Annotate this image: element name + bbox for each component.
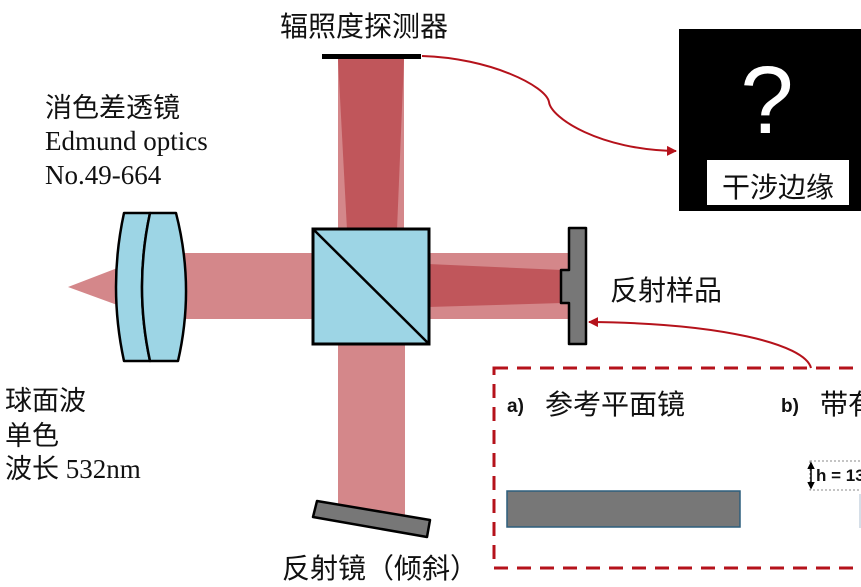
tilted-mirror (311, 499, 432, 539)
step-height-label: h = 13 (816, 466, 861, 485)
irradiance-detector (322, 54, 421, 59)
achromatic-lens (114, 211, 188, 363)
inset-panel-a: a) 参考平面镜 (506, 389, 741, 528)
source-wavelength-label: 波长 532nm (5, 454, 141, 484)
inset-to-sample-arrow (588, 317, 812, 369)
step-height-box (809, 460, 861, 491)
detector-to-screen-arrow (421, 55, 677, 156)
lens-element-right (140, 211, 188, 363)
panel-a-title: 参考平面镜 (545, 389, 685, 421)
source-mono-label: 单色 (5, 421, 59, 451)
fringe-caption-box (707, 160, 849, 205)
spherical-wave-cone (68, 267, 120, 306)
cube-diagonal (312, 228, 430, 345)
sample-inset-frame (492, 366, 861, 570)
mirror-label: 反射镜（倾斜） (282, 553, 478, 585)
unknown-fringes-question-mark: ? (740, 47, 793, 154)
panel-b-title: 带有 (820, 389, 861, 421)
sample-label: 反射样品 (610, 275, 722, 307)
inset-panel-b: b) 带有 h = 13 (781, 389, 861, 528)
collimated-beam-input (168, 253, 314, 319)
fringe-caption: 干涉边缘 (722, 172, 834, 204)
beam-to-detector-inner (338, 59, 404, 230)
lens-maker-label: Edmund optics (45, 126, 208, 156)
reflective-sample (559, 226, 588, 346)
detector-label: 辐照度探测器 (280, 11, 448, 43)
lens-part-label: No.49-664 (45, 160, 162, 190)
panel-b-tag: b) (781, 396, 799, 417)
lens-name-label: 消色差透镜 (45, 93, 180, 123)
beam-to-mirror (338, 343, 405, 517)
beam-to-sample-inner (428, 264, 562, 307)
reference-flat-mirror (506, 490, 741, 528)
beam-splitter-cube (311, 227, 431, 346)
panel-a-tag: a) (507, 396, 524, 417)
source-type-label: 球面波 (5, 386, 86, 416)
